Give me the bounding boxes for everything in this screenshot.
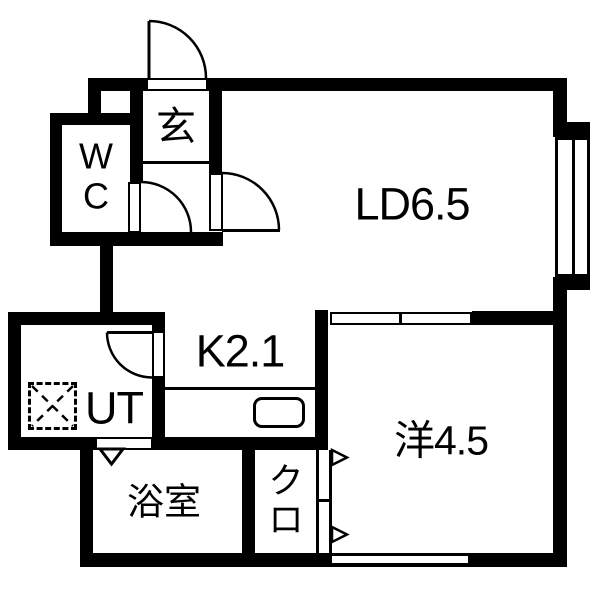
- closet-label-char2: ロ: [268, 501, 304, 540]
- wc-doorway: [128, 182, 141, 233]
- genkan-step-line: [143, 161, 209, 164]
- entrance-door-swing-icon: [147, 19, 208, 79]
- wall-window-jut-top: [567, 122, 590, 137]
- room-label-western-room: 洋4.5: [394, 417, 489, 464]
- bathroom-doorway: [95, 437, 153, 450]
- wall-kitchen-western: [315, 310, 328, 450]
- ut-doorway: [152, 331, 165, 378]
- wc-label-line2: C: [82, 176, 109, 217]
- wall-ld-western-right: [472, 311, 553, 325]
- bathroom-door-triangle-icon: [96, 447, 127, 467]
- room-label-kitchen: K2.1: [195, 325, 286, 377]
- closet-door-triangle-top-icon: [330, 447, 350, 468]
- wall-top-main: [207, 78, 567, 91]
- east-window: [555, 137, 590, 277]
- room-label-living-dining: LD6.5: [354, 178, 470, 230]
- south-window: [330, 554, 470, 565]
- east-window-sash-divider: [572, 140, 575, 274]
- wall-bottom: [80, 553, 567, 567]
- wall-left-top-stub: [88, 91, 101, 115]
- wc-door-swing-icon: [140, 180, 193, 233]
- wall-right-upper: [553, 78, 567, 137]
- closet-door-mid-divider: [316, 499, 332, 502]
- wall-window-jut-bottom: [567, 277, 590, 290]
- ld-door-swing-icon: [221, 171, 281, 231]
- room-label-utility: UT: [85, 382, 144, 434]
- wall-west-stub: [100, 246, 113, 312]
- wall-wc-genkan: [130, 91, 143, 182]
- closet-label-char1: ク: [268, 461, 304, 501]
- laundry-pan: [28, 382, 77, 430]
- wc-label-line1: W: [79, 135, 113, 177]
- wall-bathroom-left: [80, 450, 93, 553]
- wall-wc-top: [50, 113, 140, 125]
- wall-hall-thin-edge: [222, 229, 280, 232]
- wall-ut-right-lower: [152, 377, 165, 450]
- room-label-wc: W C: [79, 135, 113, 218]
- wall-genkan-right: [209, 91, 222, 173]
- wall-wc-left: [50, 113, 62, 246]
- wall-hall-bottom: [50, 232, 223, 246]
- kitchen-counter-edge: [165, 387, 315, 390]
- wall-ut-right-upper: [152, 312, 165, 332]
- wall-right-lower: [553, 277, 567, 567]
- room-label-closet: ク ロ: [268, 462, 303, 540]
- wall-ut-top: [8, 312, 165, 325]
- kitchen-sink: [253, 397, 305, 428]
- ut-door-swing-icon: [105, 331, 153, 379]
- wall-ut-left: [8, 312, 21, 450]
- room-label-bathroom: 浴室: [127, 481, 201, 523]
- wall-middle-band: [8, 437, 328, 450]
- wall-top-left: [88, 78, 146, 91]
- sliding-door-divider: [399, 314, 402, 323]
- ld-western-sliding-door: [330, 312, 472, 325]
- wall-bathroom-closet: [242, 450, 255, 553]
- ld-doorway: [209, 173, 223, 231]
- closet-door-triangle-bottom-icon: [330, 524, 350, 545]
- entrance-doorway: [146, 78, 208, 91]
- room-label-genkan: 玄: [156, 105, 196, 149]
